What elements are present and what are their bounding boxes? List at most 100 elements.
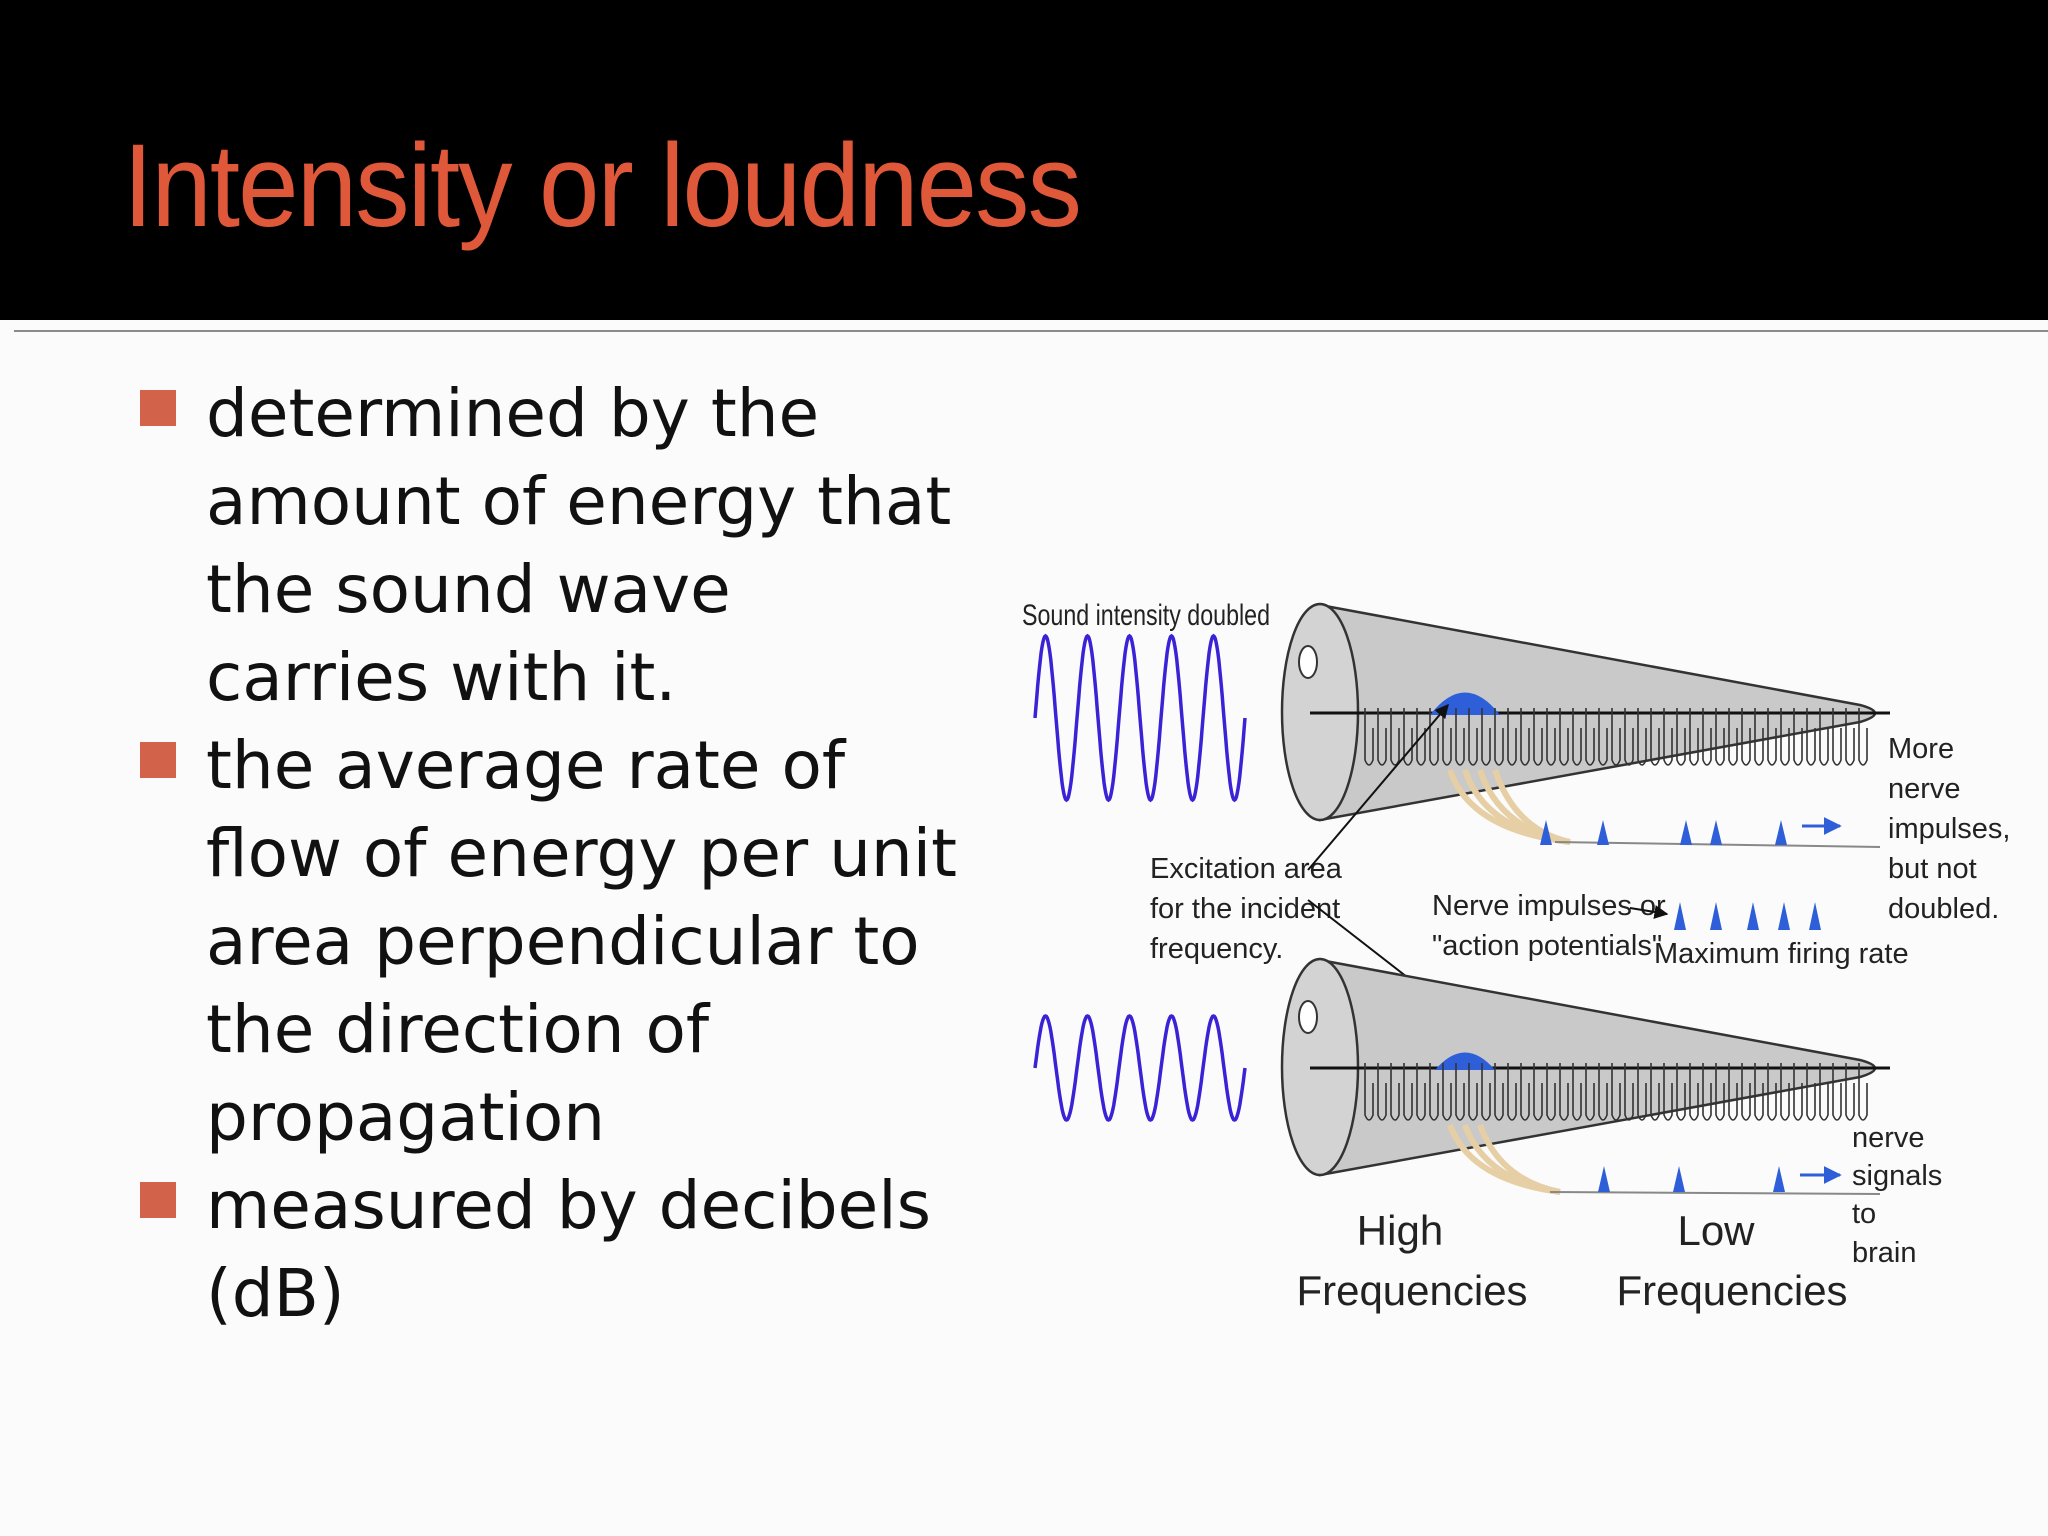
hair-cell: [1494, 1063, 1504, 1121]
hair-cell: [1559, 708, 1569, 766]
hair-cells-top: [1364, 708, 1868, 766]
label-nerve-signals: nerve signals to brain: [1852, 1122, 1942, 1269]
svg-text:Frequencies: Frequencies: [1296, 1267, 1527, 1314]
hair-cell: [1507, 1063, 1517, 1121]
svg-text:Frequencies: Frequencies: [1616, 1267, 1847, 1314]
hair-cell: [1819, 708, 1829, 766]
bullet-item: measured by decibels (dB): [136, 1162, 966, 1338]
arrow-icon: [1629, 905, 1669, 919]
hair-cell: [1494, 708, 1504, 766]
svg-text:More: More: [1888, 733, 1954, 765]
hair-cell: [1572, 1063, 1582, 1121]
svg-text:Excitation area: Excitation area: [1150, 853, 1343, 885]
svg-text:to: to: [1852, 1198, 1876, 1230]
hair-cell: [1429, 708, 1439, 766]
hair-cell: [1858, 1063, 1868, 1121]
cochlea-top: [1280, 602, 1890, 848]
hair-cell: [1702, 708, 1712, 766]
hair-cell: [1780, 1063, 1790, 1121]
hair-cell: [1533, 1063, 1543, 1121]
hair-cell: [1741, 1063, 1751, 1121]
hair-cell: [1390, 708, 1400, 766]
slide-title: Intensity or loudness: [123, 120, 1082, 252]
svg-text:for the incident: for the incident: [1150, 893, 1340, 925]
bullet-text: the average rate of flow of energy per u…: [206, 727, 957, 1156]
hair-cell: [1572, 708, 1582, 766]
cochlea-bottom: [1280, 957, 1890, 1195]
pointer-arrow-top: [1307, 703, 1449, 871]
hair-cell: [1793, 708, 1803, 766]
hair-cell: [1663, 1063, 1673, 1121]
svg-text:High: High: [1357, 1207, 1443, 1254]
hair-cell: [1637, 708, 1647, 766]
nerve-fibers-top: [1447, 769, 1571, 845]
hair-cell: [1468, 1063, 1478, 1121]
hair-cell: [1650, 1063, 1660, 1121]
hair-cell: [1637, 1063, 1647, 1121]
svg-text:nerve: nerve: [1852, 1122, 1925, 1154]
nerve-fibers-bottom: [1447, 1123, 1561, 1195]
hair-cell: [1585, 1063, 1595, 1121]
label-low-frequencies: Low Frequencies: [1616, 1207, 1847, 1314]
hair-cell: [1780, 708, 1790, 766]
hair-cell: [1624, 1063, 1634, 1121]
hair-cell: [1611, 708, 1621, 766]
hair-cell: [1728, 708, 1738, 766]
svg-text:impulses,: impulses,: [1888, 813, 2010, 845]
hair-cell: [1715, 708, 1725, 766]
hair-cell: [1689, 708, 1699, 766]
bullet-text: measured by decibels (dB): [206, 1167, 932, 1332]
svg-text:but not: but not: [1888, 853, 1977, 885]
hair-cell: [1455, 1063, 1465, 1121]
bullet-list: determined by the amount of energy that …: [136, 370, 966, 1338]
svg-text:Low: Low: [1677, 1207, 1755, 1254]
hair-cell: [1429, 1063, 1439, 1121]
hair-cell: [1520, 708, 1530, 766]
hair-cell: [1546, 1063, 1556, 1121]
hair-cell: [1676, 708, 1686, 766]
hair-cell: [1806, 708, 1816, 766]
svg-text:frequency.: frequency.: [1150, 933, 1283, 965]
sound-wave-bottom: [1033, 1014, 1247, 1122]
title-bar: Intensity or loudness: [0, 0, 2048, 320]
hair-cell: [1520, 1063, 1530, 1121]
bullet-square-icon: [140, 1182, 176, 1218]
label-high-frequencies: High Frequencies: [1296, 1207, 1527, 1314]
hair-cell: [1663, 708, 1673, 766]
label-max-firing-rate: Maximum firing rate: [1654, 938, 1909, 970]
hair-cell: [1442, 1063, 1452, 1121]
bullet-square-icon: [140, 390, 176, 426]
hair-cell: [1481, 708, 1491, 766]
hair-cell: [1403, 708, 1413, 766]
label-more-impulses: More nerve impulses, but not doubled.: [1888, 733, 2010, 925]
cochlea-intensity-diagram: Sound intensity doubled: [1022, 599, 2010, 1314]
hair-cell: [1689, 1063, 1699, 1121]
hair-cell: [1533, 708, 1543, 766]
hair-cell: [1650, 708, 1660, 766]
nerve-impulses-bottom: [1598, 1166, 1785, 1192]
hair-cell: [1364, 1063, 1374, 1121]
hair-cell: [1507, 708, 1517, 766]
hair-cell: [1728, 1063, 1738, 1121]
hair-cell: [1455, 708, 1465, 766]
label-excitation-area: Excitation area for the incident frequen…: [1150, 853, 1343, 965]
svg-text:"action potentials": "action potentials": [1432, 930, 1662, 962]
hair-cell: [1793, 1063, 1803, 1121]
svg-text:nerve: nerve: [1888, 773, 1961, 805]
hair-cell: [1403, 1063, 1413, 1121]
hair-cell: [1741, 708, 1751, 766]
hair-cell: [1416, 1063, 1426, 1121]
hair-cell: [1442, 708, 1452, 766]
hair-cell: [1767, 1063, 1777, 1121]
bullet-square-icon: [140, 742, 176, 778]
hair-cell: [1819, 1063, 1829, 1121]
hair-cells-bottom: [1364, 1063, 1868, 1121]
title-divider: [14, 330, 2048, 332]
hair-cell: [1377, 708, 1387, 766]
bullet-text: determined by the amount of energy that …: [206, 375, 952, 716]
hair-cell: [1845, 708, 1855, 766]
hair-cell: [1715, 1063, 1725, 1121]
hair-cell: [1702, 1063, 1712, 1121]
nerve-impulse-legend: [1674, 902, 1821, 930]
